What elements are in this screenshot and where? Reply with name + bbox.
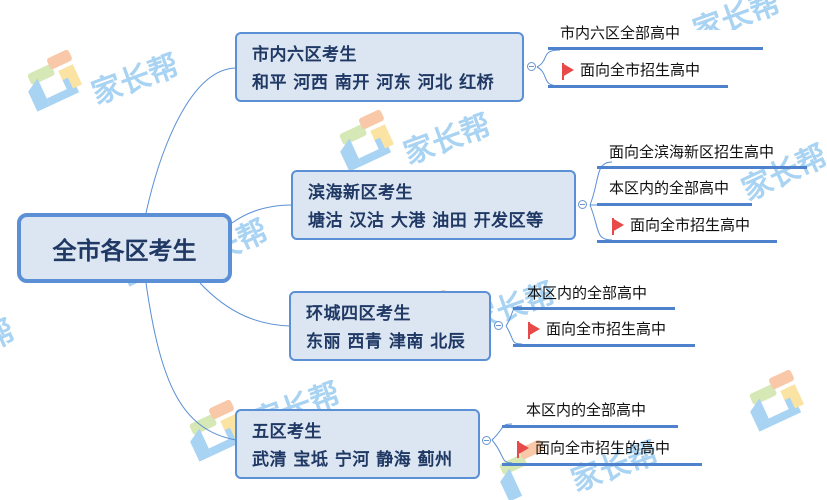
branch-title: 五区考生 [252, 422, 322, 442]
collapse-toggle-icon[interactable] [494, 321, 503, 330]
leaf-underline [548, 85, 728, 88]
leaf-item[interactable]: 本区内的全部高中 [527, 284, 648, 302]
branch-node-four-suburban[interactable]: 环城四区考生 东丽 西青 津南 北辰 [289, 291, 491, 361]
flag-icon [562, 63, 574, 80]
branch-title: 环城四区考生 [306, 304, 411, 324]
leaf-item[interactable]: 本区内的全部高中 [526, 401, 647, 419]
root-node[interactable]: 全市各区考生 [17, 213, 232, 283]
leaf-item[interactable]: 本区内的全部高中 [609, 179, 730, 197]
flag-icon [612, 218, 624, 235]
leaf-underline [513, 344, 695, 347]
branch-districts: 武清 宝坻 宁河 静海 蓟州 [252, 450, 453, 470]
flag-icon [528, 322, 540, 339]
leaf-item[interactable]: 面向全市招生高中 [612, 214, 750, 236]
branch-districts: 东丽 西青 津南 北辰 [306, 332, 466, 352]
leaf-item[interactable]: 面向全市招生的高中 [517, 437, 670, 459]
branch-title: 滨海新区考生 [308, 183, 413, 203]
leaf-underline [513, 307, 675, 310]
leaf-underline [548, 47, 763, 50]
flag-icon [517, 441, 529, 458]
branch-districts: 和平 河西 南开 河东 河北 红桥 [252, 73, 495, 93]
leaf-underline [597, 203, 752, 206]
collapse-toggle-icon[interactable] [527, 62, 536, 71]
branch-title: 市内六区考生 [252, 45, 357, 65]
root-label: 全市各区考生 [52, 236, 197, 265]
leaf-item[interactable]: 面向全市招生高中 [528, 318, 666, 340]
leaf-underline [597, 166, 807, 169]
leaf-item[interactable]: 面向全市招生高中 [562, 59, 700, 81]
branch-node-five-districts[interactable]: 五区考生 武清 宝坻 宁河 静海 蓟州 [235, 409, 480, 479]
leaf-item[interactable]: 市内六区全部高中 [560, 24, 681, 42]
collapse-toggle-icon[interactable] [482, 436, 491, 445]
leaf-underline [597, 240, 777, 243]
leaf-item[interactable]: 面向全滨海新区招生高中 [609, 143, 775, 161]
branch-node-binhai[interactable]: 滨海新区考生 塘沽 汉沽 大港 油田 开发区等 [291, 170, 576, 240]
branch-node-inner-six-districts[interactable]: 市内六区考生 和平 河西 南开 河东 河北 红桥 [235, 32, 524, 102]
leaf-underline [502, 425, 678, 428]
leaf-underline [502, 463, 702, 466]
branch-districts: 塘沽 汉沽 大港 油田 开发区等 [308, 211, 544, 231]
collapse-toggle-icon[interactable] [578, 200, 587, 209]
